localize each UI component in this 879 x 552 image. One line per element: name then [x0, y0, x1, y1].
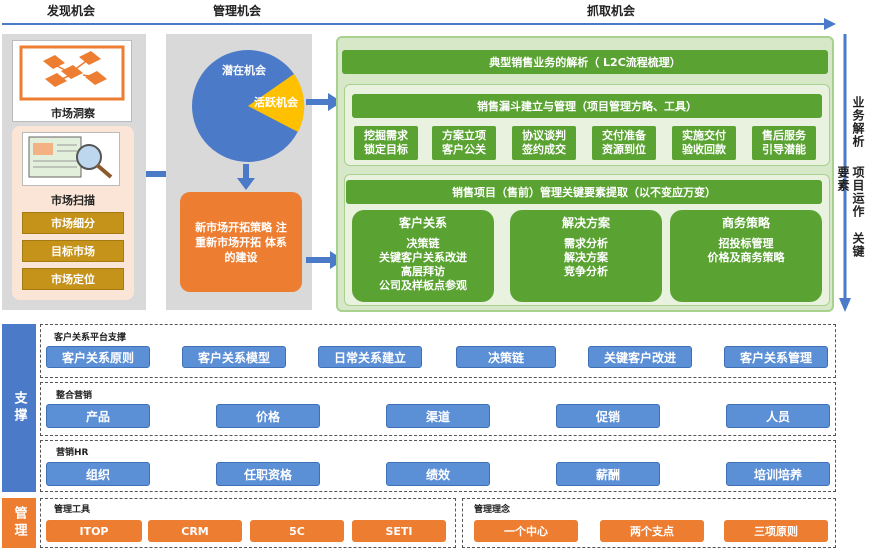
tool-5c: 5C — [250, 520, 344, 542]
phase-manage: 管理机会 — [213, 4, 262, 18]
label-project-operation: 项目运作 — [851, 166, 865, 218]
funnel-step-4: 交付准备 资源到位 — [592, 126, 656, 160]
funnel-step-3: 协议谈判 签约成交 — [512, 126, 576, 160]
support-label-text: 支撑 — [11, 391, 27, 425]
card-customer-relation-line-2: 关键客户关系改进 — [379, 251, 467, 264]
market-insight-label: 市场洞察 — [51, 107, 95, 120]
tools-title: 管理工具 — [54, 505, 91, 515]
hr-item-qualification: 任职资格 — [216, 462, 320, 486]
card-solution-line-1: 需求分析 — [564, 237, 608, 250]
market-position-box: 市场定位 — [22, 268, 124, 290]
card-solution: 解决方案 需求分析 解决方案 竞争分析 — [510, 210, 662, 302]
crm-title: 客户关系平台支撑 — [54, 333, 127, 343]
tool-itop: ITOP — [46, 520, 142, 542]
crm-item-1: 客户关系原则 — [46, 346, 150, 368]
marketing-item-people: 人员 — [726, 404, 830, 428]
hr-item-performance: 绩效 — [386, 462, 490, 486]
phase-capture: 抓取机会 — [587, 4, 636, 18]
label-key: 关键 — [851, 232, 865, 258]
timeline-arrow — [2, 18, 836, 30]
card-solution-title: 解决方案 — [561, 216, 610, 230]
marketing-section — [40, 382, 836, 436]
arrow-active-to-funnel — [306, 93, 342, 111]
market-scan-label: 市场扫描 — [51, 194, 95, 207]
opportunity-pie — [192, 50, 305, 162]
card-business-strategy-line-1: 招投标管理 — [718, 237, 774, 250]
philosophy-section — [462, 498, 836, 548]
hr-title: 营销HR — [56, 448, 89, 458]
funnel-step-5: 实施交付 验收回款 — [672, 126, 736, 160]
hr-item-training: 培训培养 — [726, 462, 830, 486]
market-segment-box: 市场细分 — [22, 212, 124, 234]
funnel-title-bar: 销售漏斗建立与管理（项目管理方略、工具） — [352, 94, 822, 118]
marketing-item-price: 价格 — [216, 404, 320, 428]
philosophy-title: 管理理念 — [474, 505, 511, 515]
card-business-strategy-title: 商务策略 — [721, 216, 770, 230]
label-elements: 要素 — [836, 166, 850, 192]
card-customer-relation-title: 客户关系 — [398, 216, 447, 230]
new-market-strategy-text: 新市场开拓策略 注重新市场开拓 体系的建设 — [195, 220, 287, 264]
crm-item-3: 日常关系建立 — [318, 346, 422, 368]
new-market-strategy-box: 新市场开拓策略 注重新市场开拓 体系的建设 — [180, 192, 302, 292]
marketing-item-promotion: 促销 — [556, 404, 660, 428]
crm-item-6: 客户关系管理 — [724, 346, 828, 368]
phase-discover: 发现机会 — [47, 4, 96, 18]
card-solution-line-2: 解决方案 — [564, 251, 608, 264]
philosophy-three-principles: 三项原则 — [724, 520, 828, 542]
hr-section — [40, 440, 836, 492]
card-solution-line-3: 竞争分析 — [564, 265, 608, 278]
card-business-strategy-line-2: 价格及商务策略 — [707, 251, 785, 264]
vertical-arrow — [839, 34, 851, 312]
marketing-item-product: 产品 — [46, 404, 150, 428]
potential-opportunity-label: 潜在机会 — [222, 64, 266, 77]
marketing-title: 整合营销 — [56, 391, 93, 401]
tool-crm: CRM — [148, 520, 242, 542]
card-customer-relation-line-4: 公司及样板点参观 — [379, 279, 467, 292]
philosophy-one-center: 一个中心 — [474, 520, 578, 542]
funnel-step-2: 方案立项 客户公关 — [432, 126, 496, 160]
crm-section — [40, 324, 836, 378]
active-opportunity-label: 活跃机会 — [254, 96, 298, 109]
card-business-strategy: 商务策略 招投标管理 价格及商务策略 — [670, 210, 822, 302]
tool-seti: SETI — [352, 520, 446, 542]
card-customer-relation-line-1: 决策链 — [406, 237, 440, 250]
crm-item-4: 决策链 — [456, 346, 556, 368]
market-insight-card: 市场洞察 — [12, 40, 132, 122]
funnel-step-6: 售后服务 引导潜能 — [752, 126, 816, 160]
funnel-step-1: 挖掘需求 锁定目标 — [354, 126, 418, 160]
market-map-icon — [19, 45, 125, 101]
tools-section — [40, 498, 456, 548]
manage-label-text: 管理 — [11, 506, 27, 540]
market-scan-card — [22, 132, 120, 186]
card-customer-relation: 客户关系 决策链 关键客户关系改进 高层拜访 公司及样板点参观 — [352, 210, 494, 302]
label-business-analysis: 业务解析 — [851, 96, 865, 148]
philosophy-two-pivots: 两个支点 — [600, 520, 704, 542]
target-market-box: 目标市场 — [22, 240, 124, 262]
l2c-title-bar: 典型销售业务的解析（ L2C流程梳理） — [342, 50, 828, 74]
key-elements-title-bar: 销售项目（售前）管理关键要素提取（以不变应万变） — [346, 180, 822, 204]
manage-label: 管理 — [2, 498, 36, 548]
crm-item-2: 客户关系模型 — [182, 346, 286, 368]
hr-item-salary: 薪酬 — [556, 462, 660, 486]
crm-item-5: 关键客户改进 — [588, 346, 692, 368]
marketing-item-channel: 渠道 — [386, 404, 490, 428]
card-customer-relation-line-3: 高层拜访 — [401, 265, 445, 278]
arrow-pie-down — [237, 164, 255, 190]
document-magnifier-icon — [28, 136, 113, 179]
support-label: 支撑 — [2, 324, 36, 492]
hr-item-organization: 组织 — [46, 462, 150, 486]
